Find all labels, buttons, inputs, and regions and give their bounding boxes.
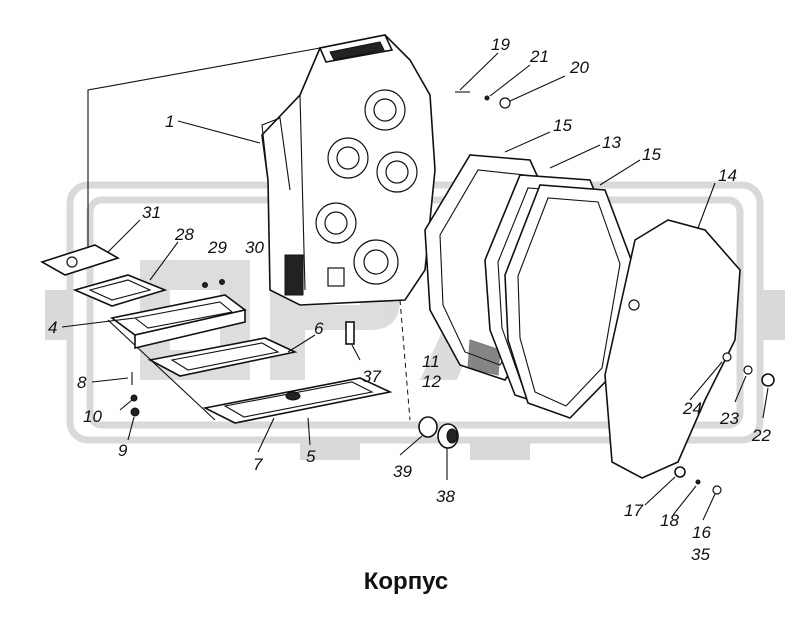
- callout-29: 29: [207, 238, 227, 257]
- housing-part-1: [261, 34, 436, 306]
- callout-7: 7: [253, 455, 263, 474]
- callout-24: 24: [682, 399, 702, 418]
- callout-20: 20: [569, 58, 589, 77]
- pin-part-37: [345, 321, 355, 345]
- hardware-16-17-18: [674, 466, 722, 495]
- callout-37: 37: [362, 367, 381, 386]
- callout-31: 31: [142, 203, 161, 222]
- callout-11: 11: [422, 352, 440, 371]
- hardware-19-20-21: [455, 91, 511, 109]
- gasket-part-28: [72, 274, 168, 307]
- dot-part-29: [202, 282, 208, 288]
- callout-4: 4: [48, 318, 57, 337]
- callout-15-top: 15: [553, 116, 572, 135]
- plug-part-39: [418, 416, 438, 438]
- callout-13: 13: [602, 133, 621, 152]
- hardware-22-23-24: [722, 352, 775, 387]
- dot-part-30: [219, 279, 225, 285]
- diagram-caption: Корпус: [363, 568, 449, 595]
- plate-part-5: [202, 377, 393, 424]
- callout-5: 5: [306, 447, 316, 466]
- callout-10: 10: [83, 407, 102, 426]
- callout-39: 39: [393, 462, 412, 481]
- washer-part-10: [130, 394, 138, 402]
- callout-16: 16: [692, 523, 711, 542]
- callout-35: 35: [691, 545, 710, 564]
- callout-22: 22: [751, 426, 771, 445]
- gasket-part-6: [147, 337, 298, 377]
- nut-part-9: [130, 407, 140, 417]
- callout-leaders: [61, 52, 769, 521]
- callout-6: 6: [314, 319, 324, 338]
- plate-part-31: [40, 244, 120, 276]
- callout-38: 38: [436, 487, 455, 506]
- cover-part-4: [110, 294, 247, 350]
- callout-14: 14: [718, 166, 737, 185]
- callout-1: 1: [165, 112, 174, 131]
- callout-8: 8: [77, 373, 87, 392]
- callout-23: 23: [719, 409, 739, 428]
- callout-28: 28: [174, 225, 194, 244]
- callout-12: 12: [422, 372, 441, 391]
- callout-17: 17: [624, 501, 643, 520]
- callout-labels: 1 4 5 6 7 8 9 10 11 12 13 14 15 15 16 17…: [48, 35, 771, 564]
- callout-9: 9: [118, 441, 128, 460]
- callout-30: 30: [245, 238, 264, 257]
- callout-19: 19: [491, 35, 510, 54]
- callout-18: 18: [660, 511, 679, 530]
- callout-21: 21: [529, 47, 549, 66]
- callout-15-right: 15: [642, 145, 661, 164]
- side-cover-part-14: [604, 219, 741, 479]
- plug-part-38: [437, 423, 459, 449]
